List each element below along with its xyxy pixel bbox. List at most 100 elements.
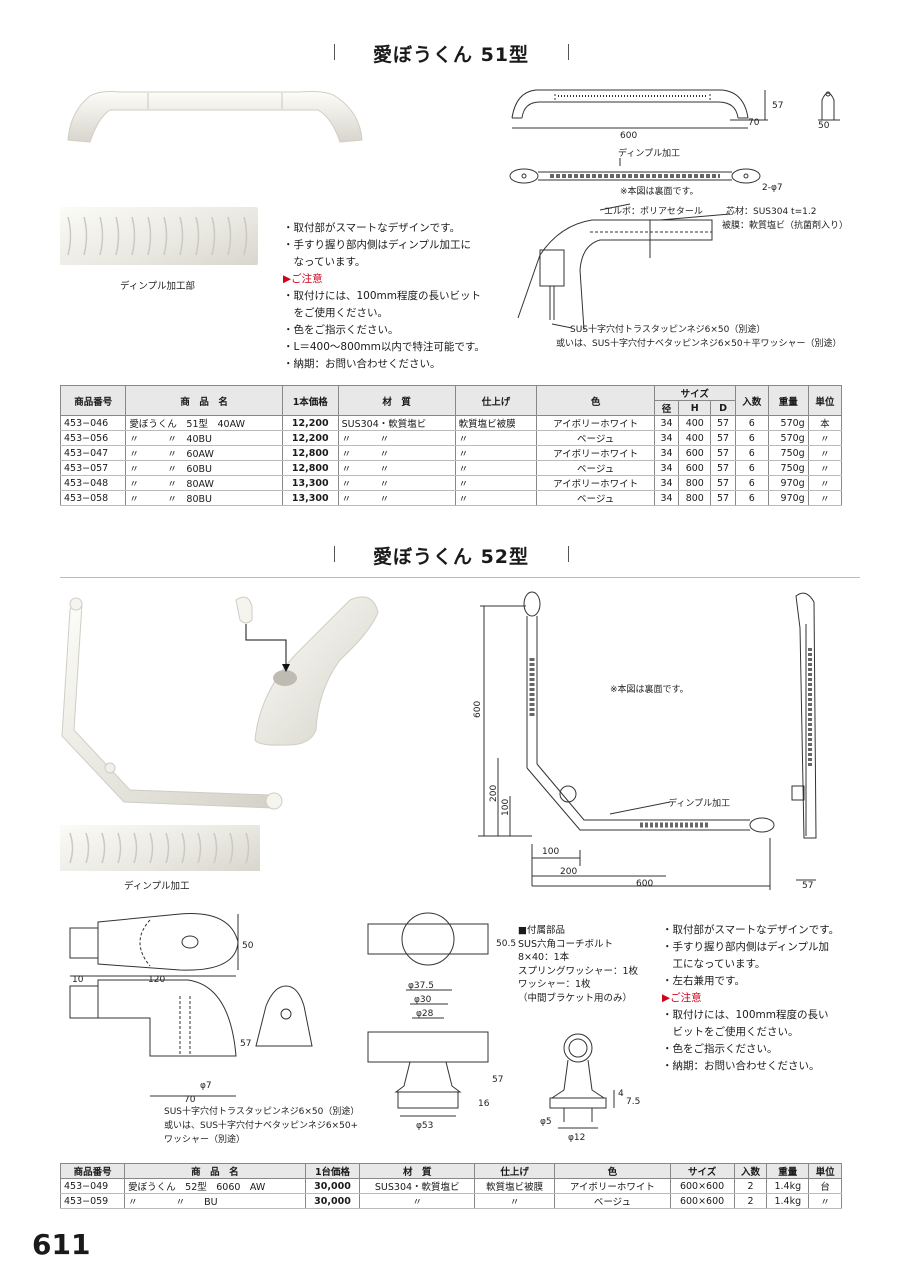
section-title-51: 愛ぼうくん 51型 <box>372 44 530 66</box>
part-line: （中間ブラケット用のみ） <box>518 992 633 1004</box>
table-cell: 〃 〃 80BU <box>125 490 283 506</box>
table-cell: 600 <box>678 445 712 461</box>
parts-list-52: ■付属部品 SUS六角コーチボルト 8×40：1本 スプリングワッシャー：1枚 … <box>518 924 638 1005</box>
dim-120-detail: 120 <box>148 975 165 985</box>
table-cell: 6 <box>734 415 769 431</box>
spec-table-51: 商品番号 商 品 名 1本価格 材 質 仕上げ 色 サイズ 入数 重量 単位 径… <box>59 385 843 506</box>
table-cell: 〃 〃 <box>337 445 456 461</box>
note-line: ・色をご指示ください。 <box>662 1043 778 1055</box>
dim-70: 70 <box>748 118 760 128</box>
table-cell: 57 <box>710 475 736 491</box>
table-cell: 13,300 <box>281 490 339 506</box>
th-material: 材 質 <box>359 1163 476 1179</box>
dia28: φ28 <box>416 1009 434 1019</box>
table-cell: 〃 〃 60BU <box>125 460 283 476</box>
table-cell: アイボリーホワイト <box>536 475 655 491</box>
table-cell: アイボリーホワイト <box>536 415 655 431</box>
table-cell: 〃 <box>474 1193 556 1209</box>
feature-line: ・取付部がスマートなデザインです。 <box>283 222 461 234</box>
table-cell: 〃 <box>807 460 843 476</box>
dimple-closeup-photo-51 <box>60 207 258 265</box>
table-cell: 600×600 <box>669 1193 735 1209</box>
th-code: 商品番号 <box>59 1163 126 1179</box>
caution-heading: ▶ご注意 <box>283 273 323 285</box>
th-size: サイズ <box>653 385 736 401</box>
table-cell: 〃 <box>454 490 538 506</box>
table-cell: 〃 〃 <box>337 490 456 506</box>
table-cell: 12,800 <box>281 445 339 461</box>
dia5: φ5 <box>540 1117 552 1127</box>
feature-line: 工になっています。 <box>662 958 766 970</box>
dia37-5: φ37.5 <box>408 981 434 991</box>
table-cell: 57 <box>710 430 736 446</box>
table-cell: 600 <box>678 460 712 476</box>
title-divider-right <box>568 546 569 562</box>
dim-57: 57 <box>772 101 783 111</box>
dim-600-horizontal: 600 <box>636 879 653 889</box>
th-unit: 単位 <box>808 1163 842 1179</box>
back-note-51: ※本図は裏面です。 <box>620 185 699 197</box>
dim-50-detail: 50 <box>242 941 254 951</box>
table-cell: 6 <box>734 445 769 461</box>
middle-bracket-drawing: 4 7.5 φ5 φ12 <box>540 1033 640 1143</box>
table-cell: 〃 〃 <box>337 430 456 446</box>
table-cell: 台 <box>808 1178 842 1194</box>
table-cell: 〃 <box>454 460 538 476</box>
screw-label-2-51: 或いは、SUS十字穴付ナベタッピンネジ6×50＋平ワッシャー（別途） <box>556 337 842 349</box>
dim-16: 16 <box>478 1099 490 1109</box>
note-line: ・L＝400～800mm以内で特注可能です。 <box>283 341 485 353</box>
table-cell: 30,000 <box>304 1193 361 1209</box>
table-cell: 〃 <box>454 430 538 446</box>
th-qty: 入数 <box>733 1163 768 1179</box>
table-cell: 〃 <box>807 445 843 461</box>
table-cell: 34 <box>653 475 680 491</box>
part-line: SUS六角コーチボルト <box>518 938 614 950</box>
table-cell: 453−058 <box>59 490 127 506</box>
table-cell: 軟質塩ビ被膜 <box>454 415 538 431</box>
dim-600: 600 <box>620 131 637 141</box>
table-cell: アイボリーホワイト <box>536 445 655 461</box>
table-cell: 6 <box>734 475 769 491</box>
table-cell: 1.4kg <box>766 1178 810 1194</box>
table-cell: 6 <box>734 430 769 446</box>
dia53: φ53 <box>416 1121 433 1131</box>
title-divider-left <box>334 44 335 60</box>
feature-line: ・取付部がスマートなデザインです。 <box>662 924 840 936</box>
part-line: スプリングワッシャー：1枚 <box>518 965 639 977</box>
table-cell: 970g <box>767 475 809 491</box>
note-line: ・納期：お問い合わせください。 <box>662 1060 820 1072</box>
detail-drawings-52: 50 10 120 57 70 φ7 50.5 φ37.5 φ30 φ28 57… <box>69 912 516 1145</box>
table-cell: 愛ぼうくん 51型 40AW <box>125 415 283 431</box>
table-cell: ベージュ <box>536 460 655 476</box>
table-cell: 12,200 <box>281 415 339 431</box>
dim-50-5: 50.5 <box>496 939 516 949</box>
table-cell: 〃 <box>359 1193 476 1209</box>
section-rule <box>60 577 860 578</box>
th-size-h: H <box>678 400 712 416</box>
table-cell: 2 <box>733 1193 768 1209</box>
table-cell: 〃 <box>807 490 843 506</box>
table-cell: SUS304・軟質塩ビ <box>359 1178 476 1194</box>
table-cell: 1.4kg <box>766 1193 810 1209</box>
th-code: 商品番号 <box>59 385 127 416</box>
product-photo-51 <box>67 91 363 143</box>
note-line: ・納期：お問い合わせください。 <box>283 358 441 370</box>
core-label: 芯材：SUS304 t=1.2 <box>726 205 816 217</box>
table-cell: 400 <box>678 415 712 431</box>
table-cell: 57 <box>710 460 736 476</box>
product-photo-52 <box>61 596 379 810</box>
screw-label-1-52: SUS十字穴付トラスタッピンネジ6×50（別途） <box>164 1105 359 1117</box>
table-cell: 453−059 <box>59 1193 126 1209</box>
th-weight: 重量 <box>767 385 809 416</box>
table-cell: 57 <box>710 415 736 431</box>
dim-50-bracket: 50 <box>818 121 830 131</box>
dim-200-horizontal: 200 <box>560 867 577 877</box>
th-finish: 仕上げ <box>454 385 538 416</box>
table-cell: 6 <box>734 460 769 476</box>
features-51: ・取付部がスマートなデザインです。 ・手すり握り部内側はディンプル加工に なって… <box>283 220 485 373</box>
